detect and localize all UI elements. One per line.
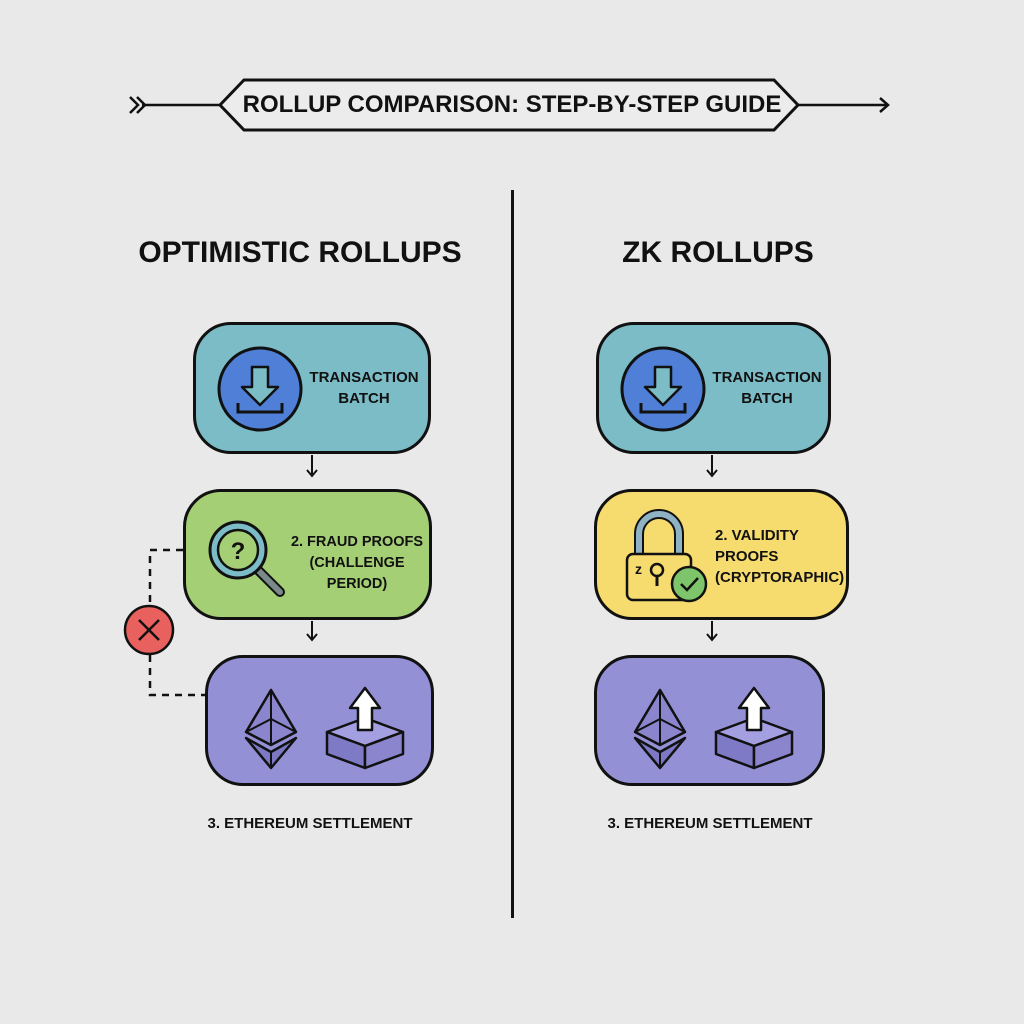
step-label-line1: 2. FRAUD PROOFS: [290, 534, 424, 550]
flow-arrow-down: [706, 455, 718, 478]
title-banner-frame: [129, 78, 890, 132]
reject-x-icon: [123, 604, 175, 656]
page-title: ROLLUP COMPARISON: STEP-BY-STEP GUIDE: [242, 91, 782, 118]
zk-settlement-caption: 3. ETHEREUM SETTLEMENT: [607, 815, 813, 832]
box-upload-icon: [714, 686, 794, 770]
step-label-line1: TRANSACTION: [712, 369, 822, 386]
step-label-line2: BATCH: [741, 390, 793, 407]
title-banner: ROLLUP COMPARISON: STEP-BY-STEP GUIDE: [128, 76, 896, 134]
ethereum-icon: [633, 688, 687, 770]
optimistic-transaction-batch-box: TRANSACTION BATCH: [193, 322, 431, 454]
zk-heading: ZK ROLLUPS: [622, 236, 814, 269]
ethereum-icon: [244, 688, 298, 770]
column-divider: [511, 190, 514, 918]
box-upload-icon: [325, 686, 405, 770]
step-label-line3: (CRYPTORAPHIC): [715, 569, 845, 586]
step-label-line2: PROOFS: [715, 548, 779, 565]
flow-arrow-down: [706, 621, 718, 642]
svg-text:z: z: [635, 561, 642, 577]
challenge-dashed-path: [148, 548, 206, 697]
zk-settlement-box: [594, 655, 825, 786]
step-label-line1: TRANSACTION: [309, 369, 419, 386]
step-label-line1: 2. VALIDITY: [715, 527, 799, 544]
padlock-check-icon: z: [625, 509, 708, 603]
fraud-proofs-box: ? 2. FRAUD PROOFS (CHALLENGE PERIOD): [183, 489, 432, 620]
zk-transaction-batch-box: TRANSACTION BATCH: [596, 322, 831, 454]
svg-text:?: ?: [231, 538, 246, 565]
download-icon: [620, 346, 706, 432]
optimistic-settlement-caption: 3. ETHEREUM SETTLEMENT: [207, 815, 413, 832]
optimistic-heading: OPTIMISTIC ROLLUPS: [138, 236, 462, 269]
validity-proofs-box: z 2. VALIDITY PROOFS (CRYPTORAPHIC): [594, 489, 849, 620]
flow-arrow-down: [306, 455, 318, 478]
step-label-line2: (CHALLENGE PERIOD): [309, 555, 405, 592]
download-icon: [217, 346, 303, 432]
step-label-line2: BATCH: [338, 390, 390, 407]
magnifier-question-icon: ?: [208, 520, 285, 597]
flow-arrow-down: [306, 621, 318, 642]
optimistic-settlement-box: [205, 655, 434, 786]
